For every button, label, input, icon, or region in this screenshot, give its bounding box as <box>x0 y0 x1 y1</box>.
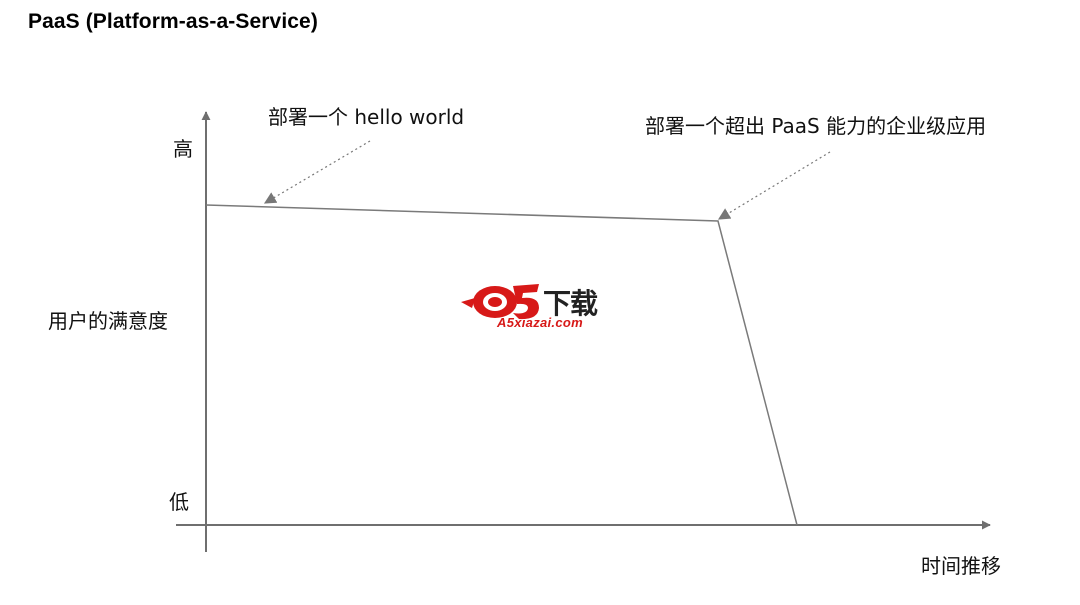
y-axis-title: 用户的满意度 <box>48 309 168 333</box>
watermark-download-text: 下载 <box>543 287 598 320</box>
x-axis-title: 时间推移 <box>921 554 1001 578</box>
page-title: PaaS (Platform-as-a-Service) <box>28 10 318 33</box>
y-axis-high-label: 高 <box>173 137 193 161</box>
hello-world-pointer <box>263 140 371 204</box>
enterprise-app-annotation: 部署一个超出 PaaS 能力的企业级应用 <box>645 114 987 138</box>
enterprise-app-pointer <box>717 151 831 220</box>
a5-logo-icon <box>461 284 539 320</box>
watermark-logo: 下载 A5xiazai.com <box>455 278 625 338</box>
y-axis-low-label: 低 <box>169 490 189 514</box>
hello-world-annotation: 部署一个 hello world <box>268 105 465 129</box>
watermark-site: A5xiazai.com <box>497 315 583 330</box>
satisfaction-curve <box>205 204 798 526</box>
